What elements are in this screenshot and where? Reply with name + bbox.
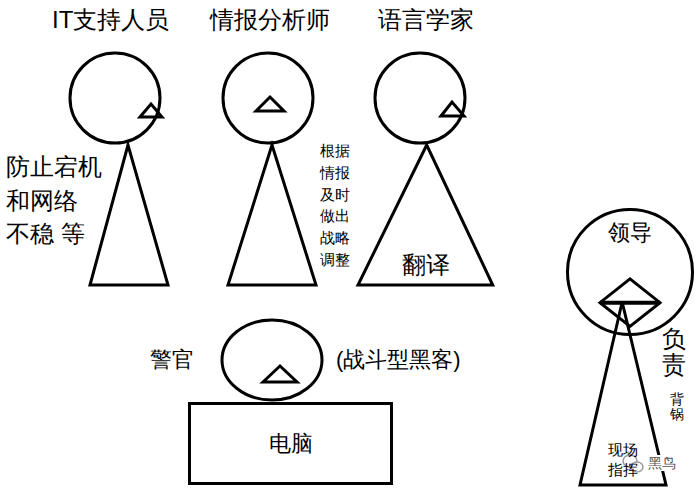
- role-title: 警官: [150, 347, 194, 372]
- face-line: [600, 301, 660, 305]
- duty-note: 负责: [662, 326, 686, 379]
- role-note: (战斗型黑客): [336, 347, 461, 372]
- figure-body: 翻译: [358, 145, 493, 285]
- smile-mark: [140, 104, 162, 117]
- duty-note: 防止宕机 和网络 不稳 等: [6, 150, 102, 251]
- body-outline: [358, 145, 493, 285]
- head: [223, 53, 313, 143]
- computer-box: 电脑: [188, 402, 393, 485]
- head: [375, 53, 465, 143]
- node-label: 翻译: [358, 251, 493, 279]
- node-label: 现场 指挥: [608, 440, 638, 479]
- head: [222, 320, 322, 400]
- leader-head: 领导: [566, 208, 694, 336]
- role-title: 语言学家: [378, 6, 474, 34]
- smile-mark: [263, 366, 297, 382]
- role-title: IT支持人员: [52, 6, 169, 34]
- head: [70, 53, 160, 143]
- face-diamond: [600, 279, 660, 327]
- smile-mark: [256, 97, 284, 111]
- duty-note: 背锅: [670, 392, 684, 423]
- duty-note: 根据 情报 及时 做出 战略 调整: [320, 140, 350, 271]
- smile-mark: [441, 102, 464, 116]
- node-label: 领导: [566, 220, 694, 245]
- watermark: 黑鸟: [646, 455, 678, 471]
- body: [228, 145, 316, 285]
- role-title: 情报分析师: [210, 6, 330, 34]
- node-label: 电脑: [191, 431, 390, 456]
